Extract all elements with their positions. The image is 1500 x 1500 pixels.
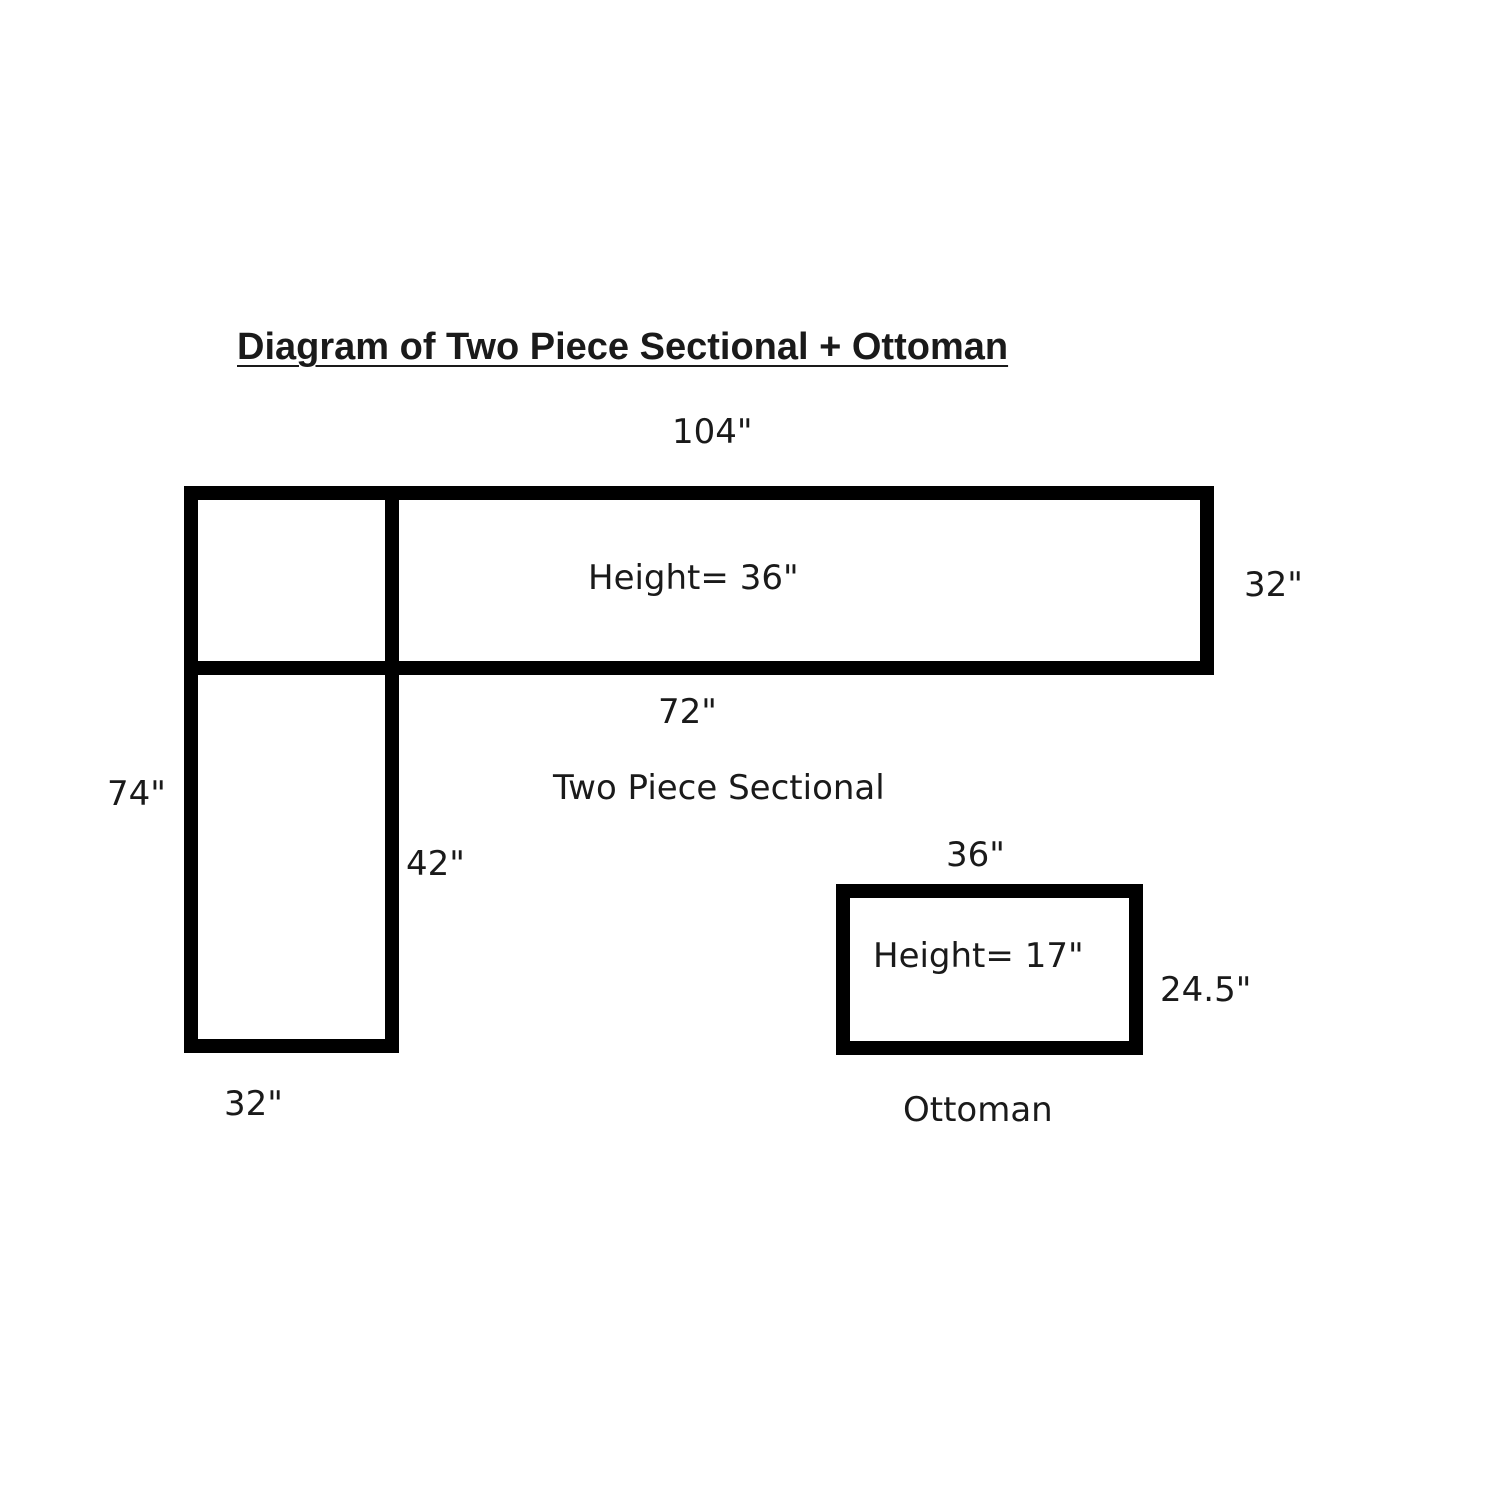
ottoman-width-label: 36" (946, 835, 1005, 875)
ottoman-outline (836, 884, 1143, 1055)
long-piece-inner-width-label: 72" (658, 692, 717, 732)
sectional-short-piece (184, 661, 399, 1053)
sectional-caption: Two Piece Sectional (553, 768, 885, 808)
ottoman-depth-label: 24.5" (1160, 970, 1252, 1010)
ottoman-caption: Ottoman (903, 1090, 1053, 1130)
overall-length-label: 74" (107, 774, 166, 814)
sectional-long-piece (184, 486, 1214, 675)
diagram-title: Diagram of Two Piece Sectional + Ottoman (237, 326, 1009, 368)
sectional-corner-divider (385, 486, 399, 675)
overall-width-label: 104" (672, 412, 753, 452)
long-piece-height-label: Height= 36" (588, 558, 799, 598)
long-piece-depth-label: 32" (1244, 565, 1303, 605)
ottoman-height-label: Height= 17" (873, 936, 1084, 976)
short-piece-width-label: 32" (224, 1084, 283, 1124)
short-piece-length-label: 42" (406, 844, 465, 884)
